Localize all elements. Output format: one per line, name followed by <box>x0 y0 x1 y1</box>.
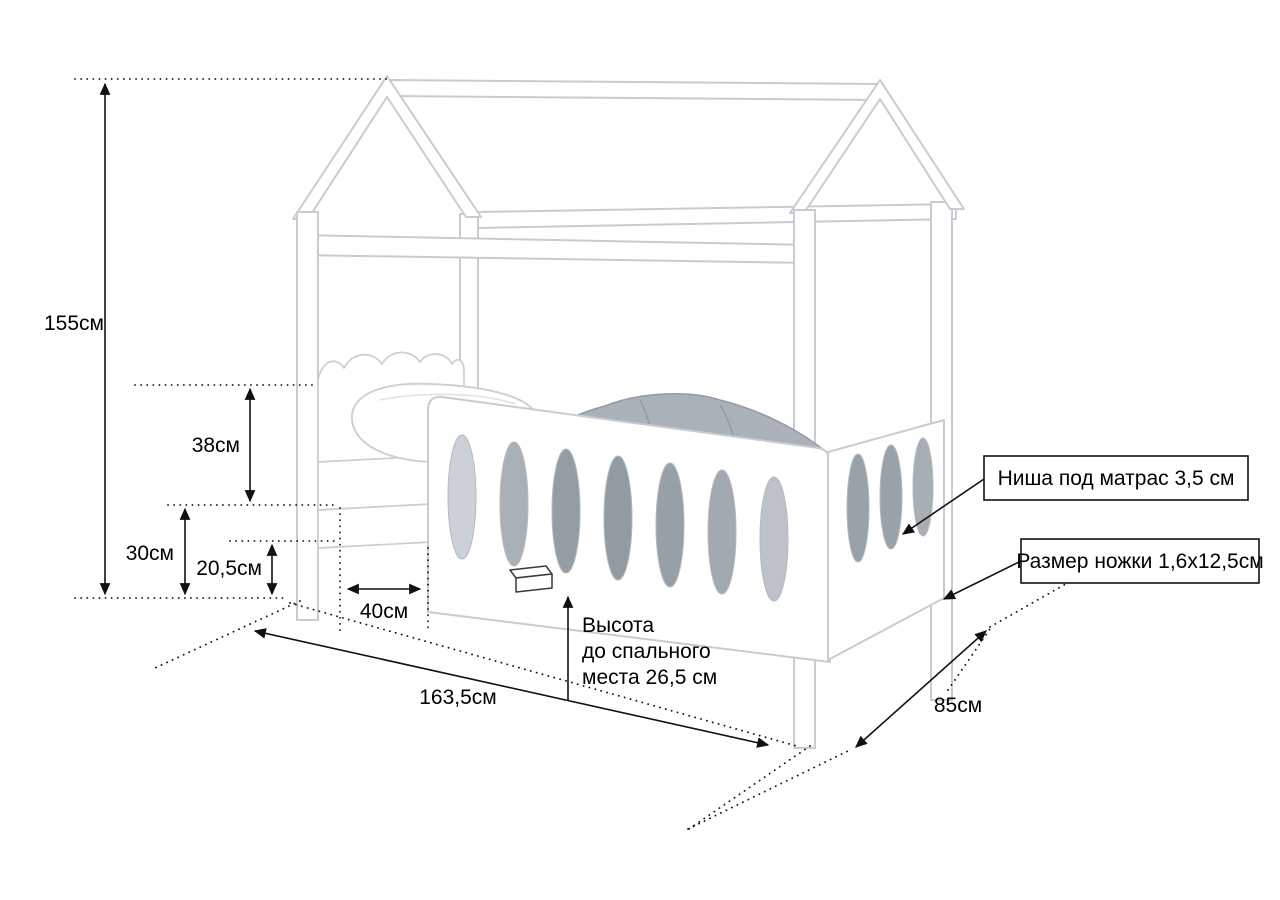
callout-arrow <box>942 560 1022 600</box>
dimension-length: 163,5см <box>253 628 770 748</box>
dim-label-depth: 85см <box>934 694 982 717</box>
footboard-slot <box>846 453 870 563</box>
sleep-height-label-line1: Высота <box>582 614 654 637</box>
callout-leg-size: Размер ножки 1,6x12,5см <box>942 538 1264 600</box>
rail-slot <box>447 434 477 560</box>
callout-arrow <box>901 478 985 535</box>
dimension-sleep-height: Высота до спального места 26,5 см <box>562 595 717 700</box>
frame-side <box>317 503 433 549</box>
rail-slot <box>759 476 789 602</box>
dimensions: 155см 38см 30см 20,5см 40см <box>44 78 1264 748</box>
callout-box <box>1020 538 1260 584</box>
dimension-rail-height: 38см <box>134 384 317 503</box>
back-eave-beam <box>475 203 957 229</box>
roof-ridge-beam <box>386 79 881 101</box>
rail-slot <box>707 469 737 595</box>
rail-slot <box>603 455 633 581</box>
callout-label-mattress-niche: Ниша под матрас 3,5 см <box>998 467 1235 490</box>
dim-label-opening: 40см <box>360 600 408 623</box>
guide-depth-near <box>687 749 851 830</box>
dim-label-rail-height: 38см <box>192 434 240 457</box>
pillow-crease <box>379 393 516 405</box>
rail-slot <box>655 462 685 588</box>
footboard-slot <box>912 437 934 537</box>
dimension-line <box>253 628 770 748</box>
dim-label-length: 163,5см <box>419 686 497 709</box>
dim-label-under-bed: 30см <box>126 542 174 565</box>
guide-front-right <box>685 745 811 832</box>
dimension-total-height: 155см <box>44 78 388 599</box>
callout-mattress-niche: Ниша под матрас 3,5 см <box>901 455 1249 535</box>
dimension-under-bed: 30см <box>126 504 336 596</box>
mattress-side <box>317 455 433 511</box>
dim-label-leg-height: 20,5см <box>196 557 262 580</box>
front-eave-beam <box>296 234 813 264</box>
callout-label-leg-size: Размер ножки 1,6x12,5см <box>1016 550 1263 573</box>
rail-marker-box <box>515 573 553 593</box>
dimension-leg-height: 20,5см <box>196 540 337 596</box>
dimension-line <box>855 630 987 748</box>
dimension-opening: 40см <box>339 507 429 633</box>
rail-slot <box>551 448 581 574</box>
sleep-height-label-line2: до спального <box>582 640 711 663</box>
house-bed-illustration <box>292 75 965 749</box>
dim-label-total-height: 155см <box>44 312 104 335</box>
sleep-height-label-line3: места 26,5 см <box>582 666 717 689</box>
guide-front-left <box>154 600 301 669</box>
front-left-post <box>296 211 319 621</box>
rail-slot <box>499 441 529 567</box>
callout-box <box>983 455 1249 501</box>
dimension-depth: 85см <box>855 630 987 748</box>
footboard-slot <box>879 444 903 550</box>
